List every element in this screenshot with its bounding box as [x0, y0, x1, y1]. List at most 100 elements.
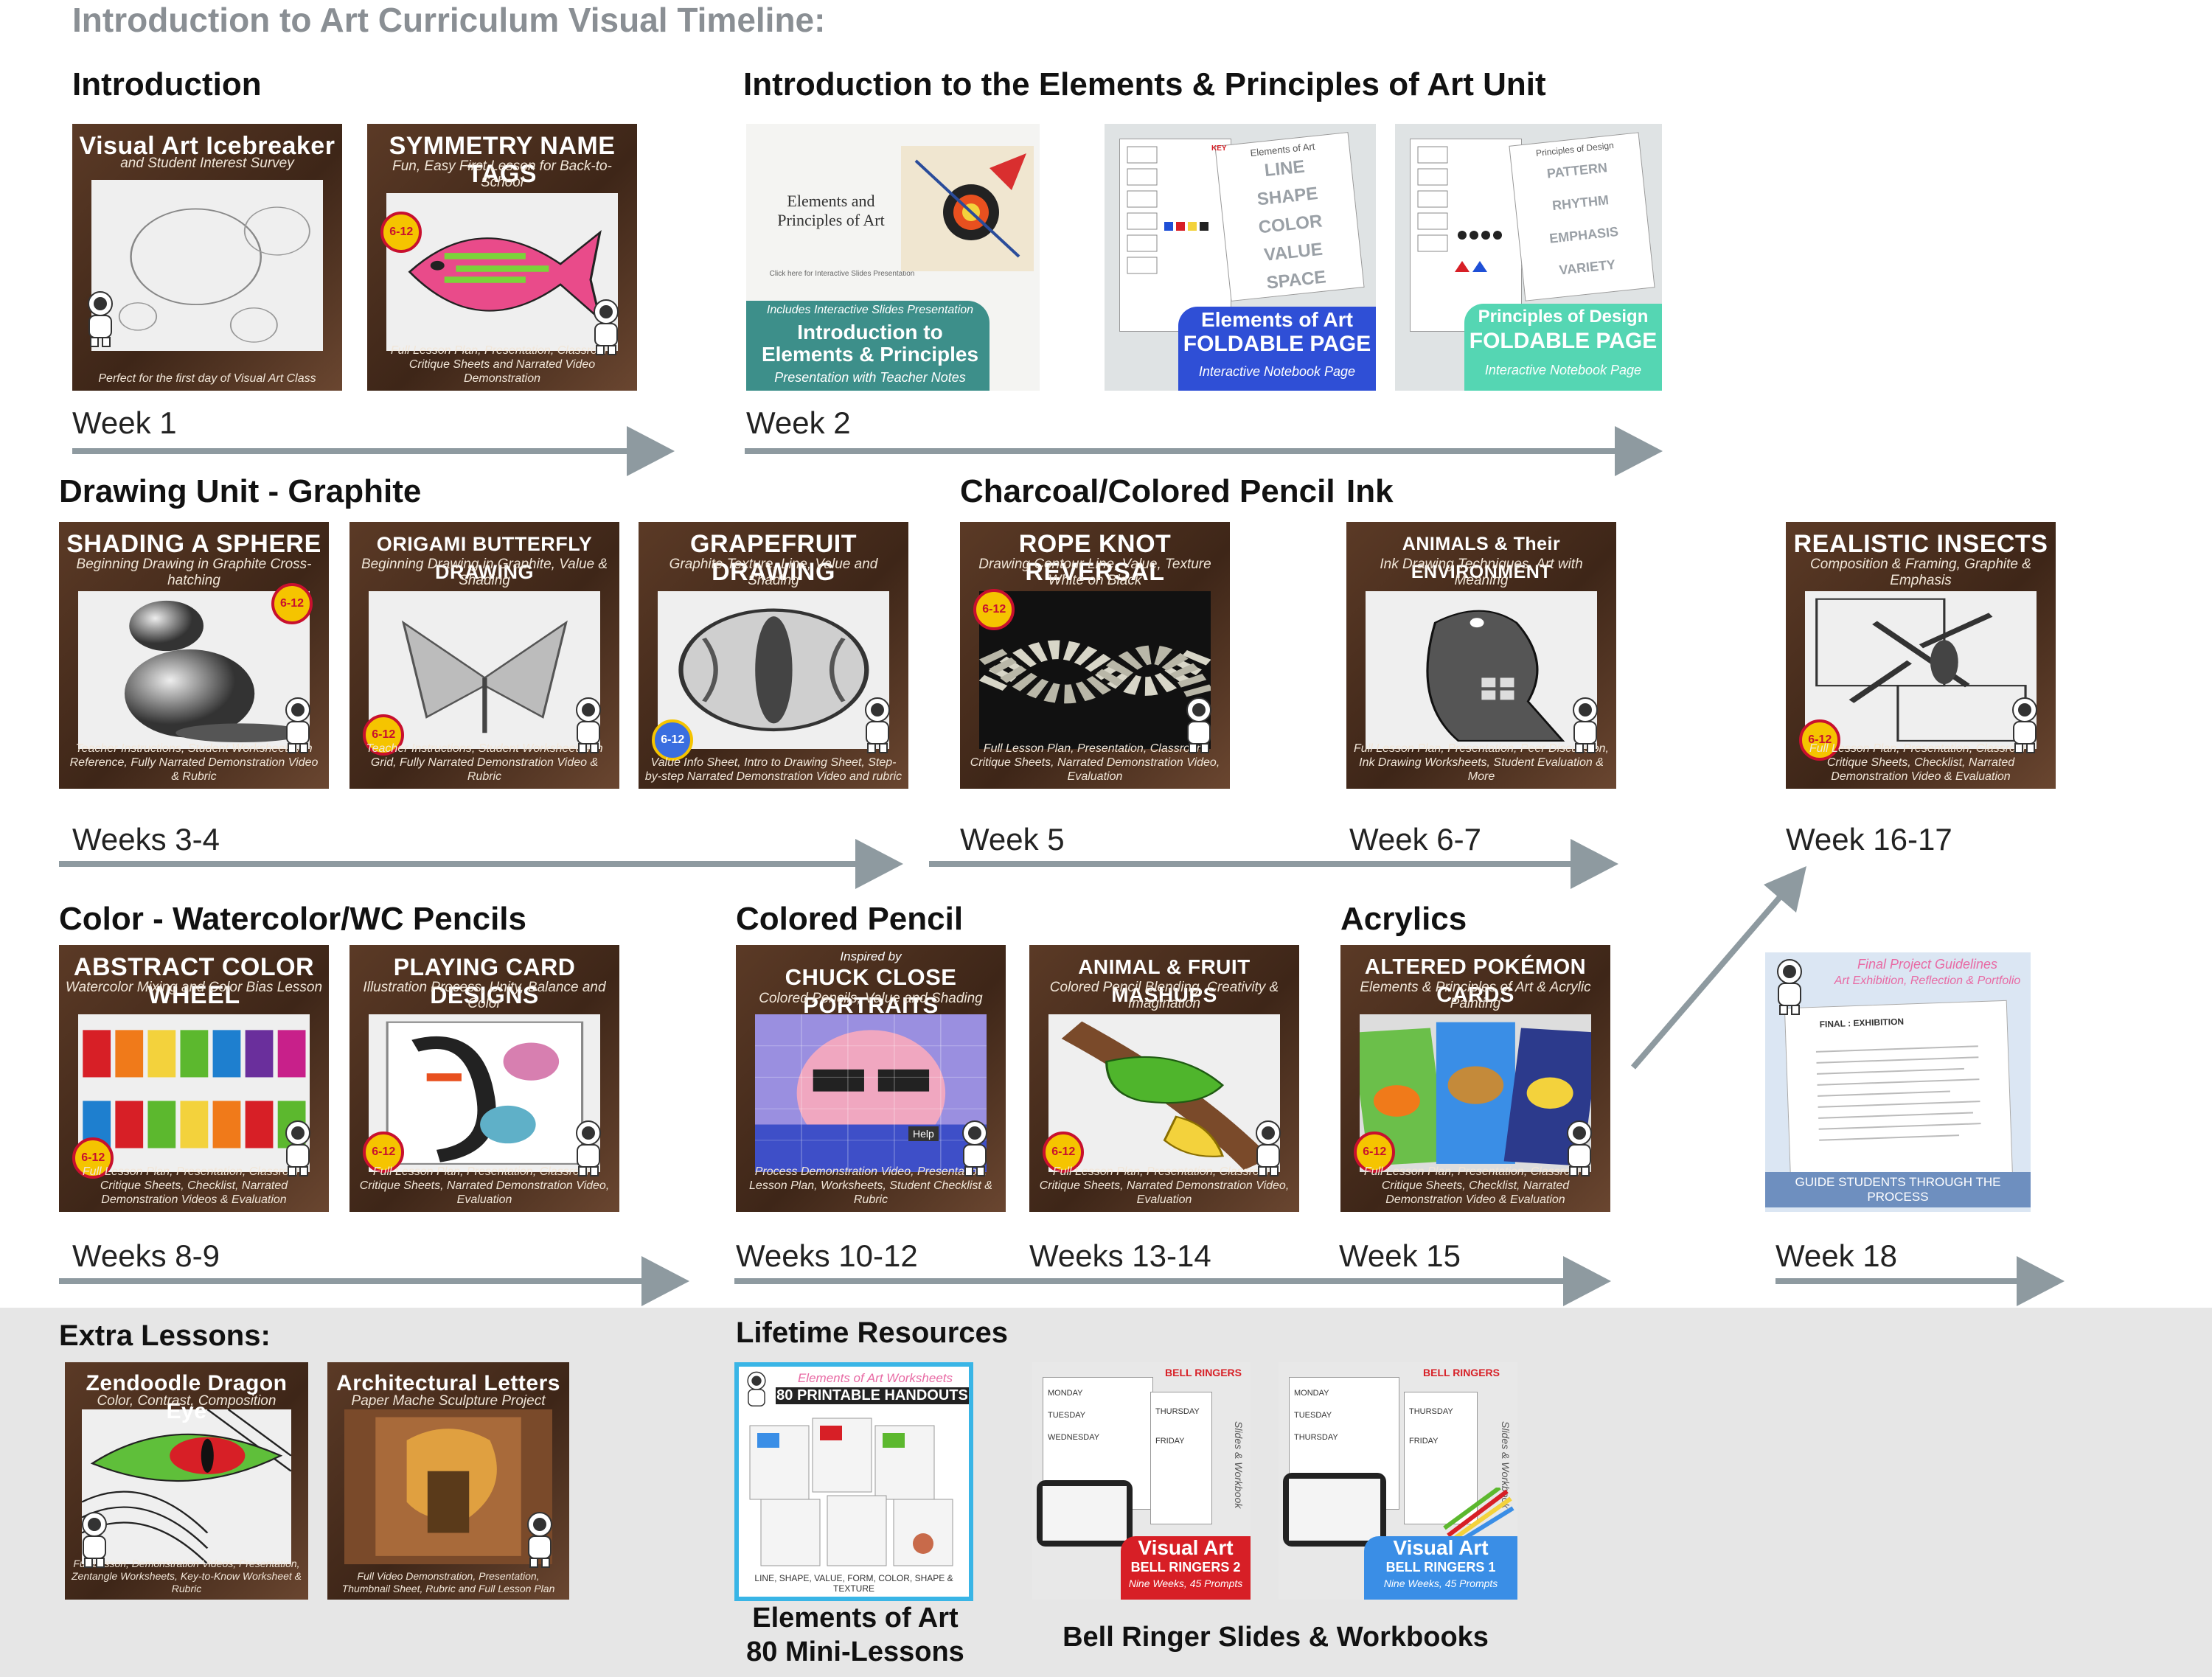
- section-extra-lessons: Extra Lessons:: [59, 1319, 271, 1352]
- banner-title: Elements of Art: [1201, 308, 1353, 331]
- grade-badge: 6-12: [1799, 719, 1841, 761]
- section-colored-pencil: Colored Pencil: [736, 901, 964, 937]
- card-image: [1048, 1014, 1281, 1172]
- card-title: GRAPEFRUIT DRAWING: [690, 529, 857, 586]
- card-title: ANIMAL & FRUIT MASHUPS: [1078, 955, 1251, 1006]
- astronaut-icon: [865, 697, 891, 753]
- card-altered-pokemon-cards[interactable]: ALTERED POKÉMON CARDS Elements & Princip…: [1340, 945, 1610, 1212]
- section-charcoal-colored-pencil: Charcoal/Colored Pencil: [960, 473, 1335, 509]
- card-subtitle: Ink Drawing Techniques, Art with Meaning: [1380, 557, 1583, 589]
- card-origami-butterfly[interactable]: ORIGAMI BUTTERFLY DRAWING Beginning Draw…: [349, 522, 619, 789]
- week-label-3-4: Weeks 3-4: [72, 822, 220, 857]
- day-thursday-tablet: THURSDAY: [1294, 1433, 1338, 1442]
- card-title: ROPE KNOT REVERSAL: [1018, 529, 1172, 586]
- card-subtitle: Watercolor Mixing and Color Bias Lesson: [65, 980, 323, 996]
- foldable-tabs: Elements of Art LINE SHAPE COLOR VALUE S…: [1214, 132, 1365, 301]
- week-label-10-12: Weeks 10-12: [736, 1238, 918, 1273]
- card-bell-ringers-1[interactable]: BELL RINGERS Slides & Workbook MONDAY TU…: [1279, 1362, 1517, 1600]
- section-lifetime-resources: Lifetime Resources: [736, 1317, 1009, 1349]
- card-bell-ringers-2[interactable]: BELL RINGERS Slides & Workbook MONDAY TU…: [1032, 1362, 1251, 1600]
- astronaut-icon: [1777, 959, 1802, 1015]
- card-zendoodle-dragon-eye[interactable]: Zendoodle Dragon Eye Color, Contrast, Co…: [65, 1362, 308, 1600]
- card-shading-sphere[interactable]: SHADING A SPHERE Beginning Drawing in Gr…: [59, 522, 329, 789]
- worksheet-page: [1410, 139, 1522, 332]
- card-link-text: Click here for Interactive Slides Presen…: [769, 270, 915, 278]
- card-image: [91, 180, 324, 351]
- week-label-5: Week 5: [960, 822, 1065, 857]
- tablet-image: [1037, 1480, 1133, 1547]
- day-thursday: THURSDAY: [1155, 1407, 1200, 1416]
- card-elements-foldable[interactable]: Elements of Art LINE SHAPE COLOR VALUE S…: [1105, 124, 1376, 391]
- kandinsky-artwork-icon: [901, 146, 1034, 271]
- card-footer: Value Info Sheet, Intro to Drawing Sheet…: [644, 756, 902, 783]
- card-principles-foldable[interactable]: Principles of Design PATTERN RHYTHM EMPH…: [1395, 124, 1662, 391]
- card-image: [1365, 591, 1598, 749]
- card-subtitle: Beginning Drawing in Graphite Cross-hatc…: [76, 557, 312, 589]
- day-thursday: THURSDAY: [1409, 1407, 1453, 1416]
- card-title: ANIMALS & Their ENVIRONMENT: [1402, 533, 1561, 582]
- caption-bell-ringers: Bell Ringer Slides & Workbooks: [1062, 1622, 1489, 1653]
- astronaut-icon: [594, 299, 619, 355]
- card-subtitle: Fun, Easy First Lesson for Back-to-Schoo…: [392, 158, 612, 191]
- card-title: Visual Art Icebreaker: [79, 131, 335, 160]
- card-animals-environment[interactable]: ANIMALS & Their ENVIRONMENT Ink Drawing …: [1346, 522, 1616, 789]
- card-title: ABSTRACT COLOR WHEEL: [73, 952, 315, 1009]
- banner-subtitle: Presentation with Teacher Notes: [774, 370, 966, 385]
- card-grapefruit-drawing[interactable]: GRAPEFRUIT DRAWING Graphite Texture, Lin…: [639, 522, 908, 789]
- card-chuck-close-portraits[interactable]: Inspired by CHUCK CLOSE PORTRAITS Colore…: [736, 945, 1006, 1212]
- timeline-arrows: [59, 426, 2065, 1306]
- banner-title-2: FOLDABLE PAGE: [1183, 332, 1371, 356]
- card-footer: Full Lesson Plan, Presentation, Classroo…: [1039, 1165, 1290, 1206]
- astronaut-icon: [1567, 1120, 1593, 1176]
- card-title: PLAYING CARD DESIGNS: [393, 953, 576, 1008]
- workbook-page-right: THURSDAY FRIDAY: [1404, 1392, 1478, 1524]
- grade-badge: 6-12: [1354, 1132, 1396, 1174]
- workbook-page-right: THURSDAY FRIDAY: [1150, 1392, 1212, 1524]
- card-image: [344, 1409, 553, 1564]
- day-monday: MONDAY: [1294, 1389, 1329, 1398]
- card-animal-fruit-mashups[interactable]: ANIMAL & FRUIT MASHUPS Colored Pencil Bl…: [1029, 945, 1299, 1212]
- card-rope-knot-reversal[interactable]: ROPE KNOT REVERSAL Drawing Contour Line,…: [960, 522, 1230, 789]
- card-subtitle: Colored Pencil Blending, Creativity & Im…: [1049, 980, 1279, 1012]
- card-image: [77, 591, 310, 749]
- card-playing-card-designs[interactable]: PLAYING CARD DESIGNS Illustration Proces…: [349, 945, 619, 1212]
- grade-badge: 6-12: [1043, 1132, 1085, 1174]
- card-subtitle: and Student Interest Survey: [120, 156, 294, 172]
- astronaut-icon: [1573, 697, 1599, 753]
- day-wednesday: WEDNESDAY: [1048, 1433, 1100, 1442]
- card-intro-elements-principles[interactable]: Elements and Principles of Art Click her…: [746, 124, 1040, 391]
- grade-badge: 6-12: [363, 714, 405, 756]
- card-abstract-color-wheel[interactable]: ABSTRACT COLOR WHEEL Watercolor Mixing a…: [59, 945, 329, 1212]
- day-monday: MONDAY: [1048, 1389, 1083, 1398]
- day-tuesday: TUESDAY: [1294, 1411, 1332, 1420]
- banner-title: Visual Art: [1138, 1536, 1234, 1559]
- card-footer: GUIDE STUDENTS THROUGH THE PROCESS: [1765, 1172, 2031, 1207]
- card-final-project-guidelines[interactable]: FINAL : EXHIBITION Final Project Guideli…: [1765, 952, 2031, 1212]
- card-big-label: 80 PRINTABLE HANDOUTS: [776, 1387, 969, 1404]
- card-footer: Full Lesson Plan, Presentation, Classroo…: [390, 344, 614, 385]
- section-introduction: Introduction: [72, 66, 262, 102]
- card-image: [368, 1014, 601, 1172]
- card-footer: LINE, SHAPE, VALUE, FORM, COLOR, SHAPE &…: [754, 1573, 953, 1594]
- card-subtitle: Composition & Framing, Graphite & Emphas…: [1810, 557, 2031, 589]
- banner-subtitle: Nine Weeks, 45 Prompts: [1383, 1577, 1498, 1589]
- banner-title-2: FOLDABLE PAGE: [1469, 329, 1658, 353]
- section-ink: Ink: [1346, 473, 1394, 509]
- foldable-tabs: Principles of Design PATTERN RHYTHM EMPH…: [1509, 132, 1655, 301]
- key-label: KEY: [1211, 144, 1227, 153]
- arrow-diagonal-16-17: [1630, 890, 1787, 1070]
- card-header: BELL RINGERS: [1423, 1367, 1500, 1378]
- banner-small: Includes Interactive Slides Presentation: [766, 304, 974, 316]
- card-realistic-insects[interactable]: REALISTIC INSECTS Composition & Framing,…: [1786, 522, 2056, 789]
- week-label-13-14: Weeks 13-14: [1029, 1238, 1211, 1273]
- card-image: [368, 591, 601, 749]
- grade-badge: 6-12: [72, 1137, 114, 1179]
- card-architectural-letters[interactable]: Architectural Letters Paper Mache Sculpt…: [327, 1362, 569, 1600]
- card-subtitle: Beginning Drawing in Graphite, Value & S…: [361, 557, 608, 589]
- astronaut-icon: [576, 697, 602, 753]
- card-symmetry-name-tags[interactable]: SYMMETRY NAME TAGS Fun, Easy First Lesso…: [367, 124, 637, 391]
- week-label-2: Week 2: [746, 405, 851, 440]
- card-elements-worksheets-bundle[interactable]: Elements of Art Worksheets Bundle 80 PRI…: [734, 1362, 973, 1601]
- card-footer: Perfect for the first day of Visual Art …: [98, 372, 316, 385]
- card-icebreaker[interactable]: Visual Art Icebreaker and Student Intere…: [72, 124, 342, 391]
